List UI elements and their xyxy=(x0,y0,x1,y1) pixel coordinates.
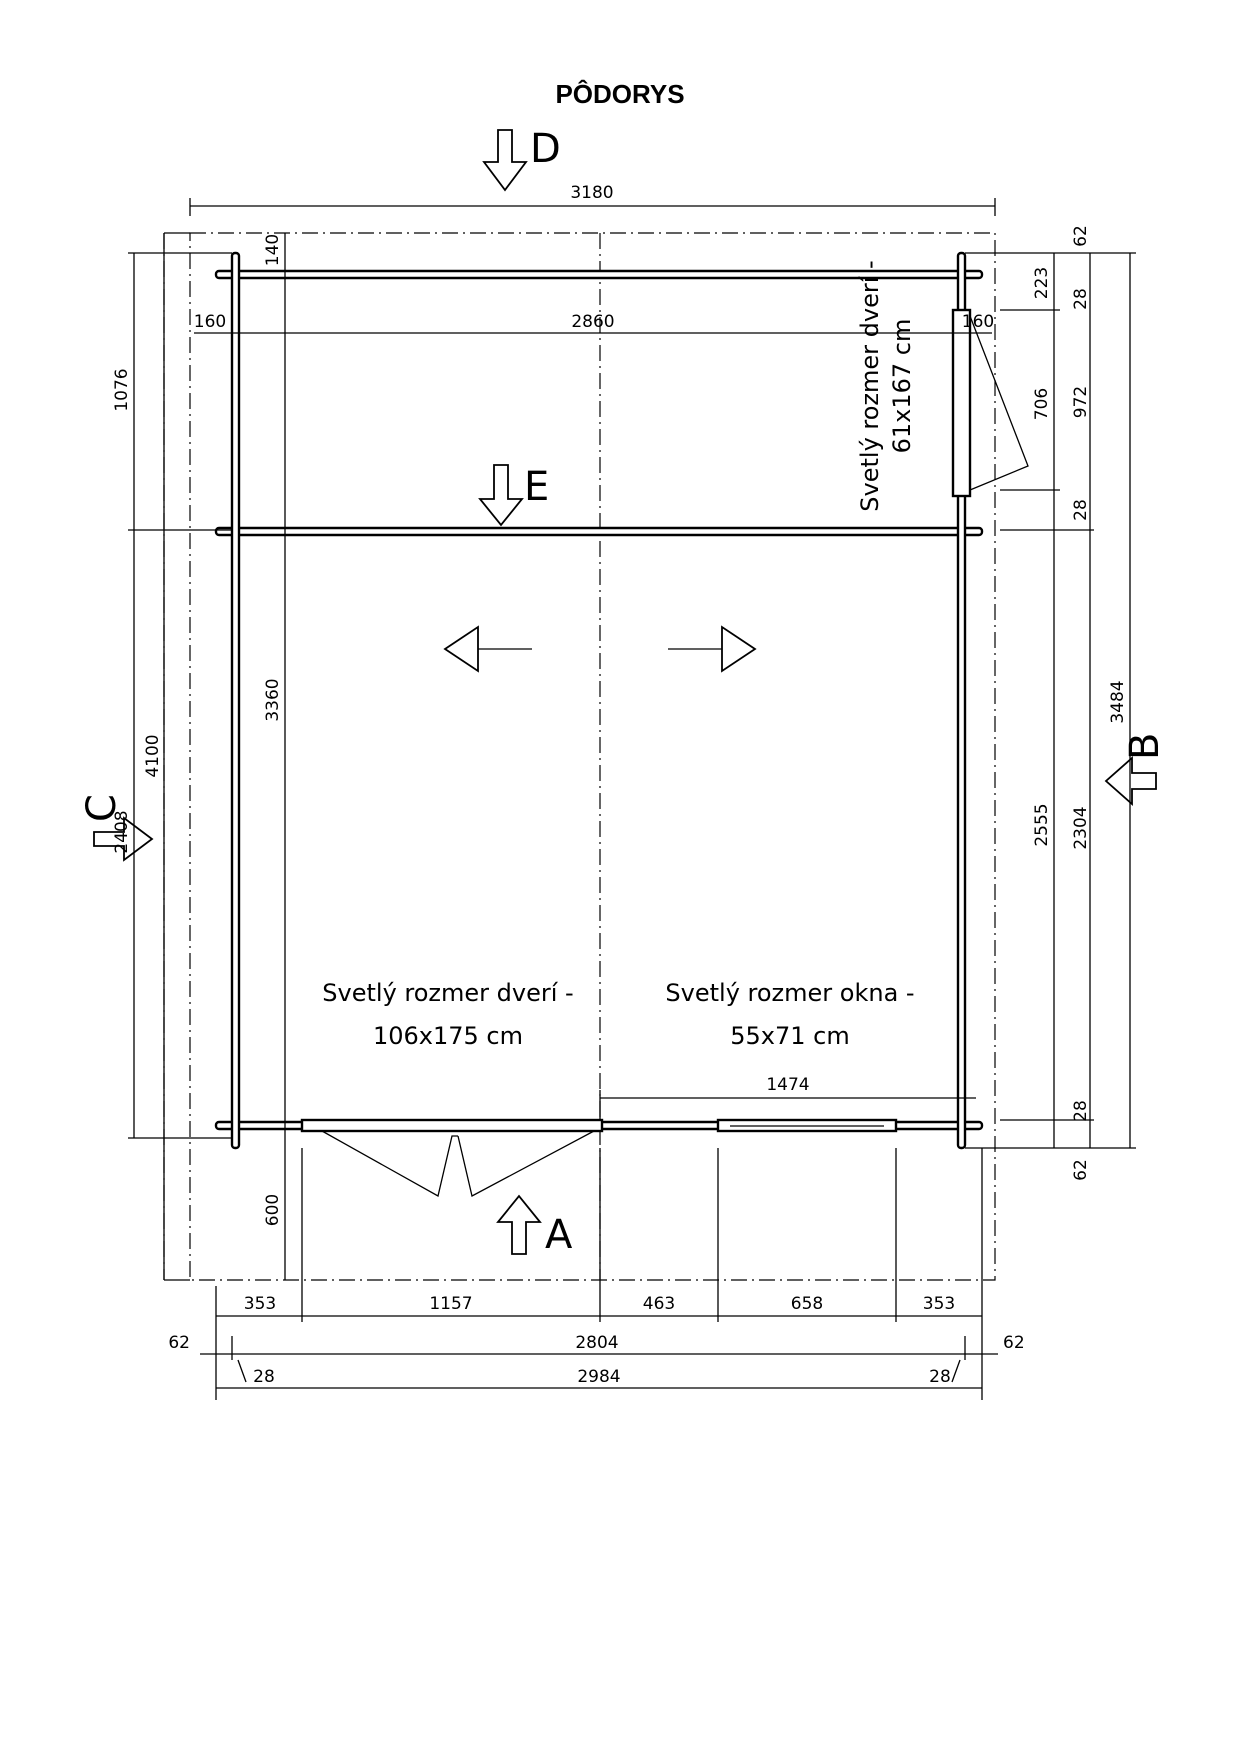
dim-3180: 3180 xyxy=(570,183,613,203)
window-note-line2: 55x71 cm xyxy=(730,1022,849,1050)
dim-223: 223 xyxy=(1032,267,1052,299)
wall-left xyxy=(230,251,241,1150)
dim-4100: 4100 xyxy=(143,734,163,777)
dim-353-right: 353 xyxy=(923,1294,955,1314)
view-marker-b: B xyxy=(1104,733,1168,806)
dim-2304: 2304 xyxy=(1071,806,1091,849)
side-door-swing xyxy=(969,315,1029,491)
view-label-a: A xyxy=(545,1212,573,1258)
dim-2555: 2555 xyxy=(1032,803,1052,846)
front-door-opening xyxy=(300,1118,604,1133)
dim-1157: 1157 xyxy=(429,1294,472,1314)
view-label-e: E xyxy=(524,464,549,510)
right-direction-arrow xyxy=(721,625,757,673)
view-label-b: B xyxy=(1122,733,1168,760)
dim-1474: 1474 xyxy=(766,1075,809,1095)
dim-62-top: 62 xyxy=(1071,225,1091,247)
front-door-note-line1: Svetlý rozmer dverí - xyxy=(322,979,573,1007)
dim-62-right: 62 xyxy=(1003,1333,1025,1353)
page-title: PÔDORYS xyxy=(555,79,684,109)
view-marker-d: D xyxy=(482,126,561,192)
dim-160-right: 160 xyxy=(962,312,994,332)
dim-28-b: 28 xyxy=(1071,499,1091,521)
view-marker-e: E xyxy=(478,464,549,527)
dim-62-bottom: 62 xyxy=(1071,1159,1091,1181)
dim-353-left: 353 xyxy=(244,1294,276,1314)
front-door-leaf-left xyxy=(321,1130,458,1197)
wall-partition xyxy=(214,526,984,537)
dim-140: 140 xyxy=(263,234,283,266)
view-label-d: D xyxy=(530,126,561,172)
roof-outline xyxy=(189,232,996,1281)
view-marker-c: C xyxy=(79,794,154,862)
window-note-line1: Svetlý rozmer okna - xyxy=(665,979,914,1007)
dim-658: 658 xyxy=(791,1294,823,1314)
dim-2408: 2408 xyxy=(112,810,132,853)
dim-160-left: 160 xyxy=(194,312,226,332)
dim-600: 600 xyxy=(263,1194,283,1226)
dim-28-right: 28 xyxy=(929,1367,951,1387)
dim-1076: 1076 xyxy=(112,368,132,411)
dim-463: 463 xyxy=(643,1294,675,1314)
front-door-leaf-right xyxy=(457,1130,595,1197)
dim-28-left: 28 xyxy=(253,1367,275,1387)
view-label-c: C xyxy=(79,794,125,822)
dim-2860: 2860 xyxy=(571,312,614,332)
left-direction-arrow xyxy=(443,625,479,673)
dim-972: 972 xyxy=(1071,386,1091,418)
dim-28-c: 28 xyxy=(1071,1100,1091,1122)
front-door-note-line2: 106x175 cm xyxy=(373,1022,523,1050)
side-door-note-line1: Svetlý rozmer dverí - xyxy=(856,260,884,511)
wall-back xyxy=(214,269,984,280)
dim-3360: 3360 xyxy=(263,678,283,721)
dim-28-a: 28 xyxy=(1071,288,1091,310)
dim-2804: 2804 xyxy=(575,1333,618,1353)
dim-706: 706 xyxy=(1032,388,1052,420)
dim-3484: 3484 xyxy=(1108,680,1128,723)
dim-62-left: 62 xyxy=(168,1333,190,1353)
dim-2984: 2984 xyxy=(577,1367,620,1387)
side-door-note-line2: 61x167 cm xyxy=(888,319,916,454)
side-door-opening xyxy=(951,308,972,498)
view-marker-a: A xyxy=(496,1194,573,1258)
